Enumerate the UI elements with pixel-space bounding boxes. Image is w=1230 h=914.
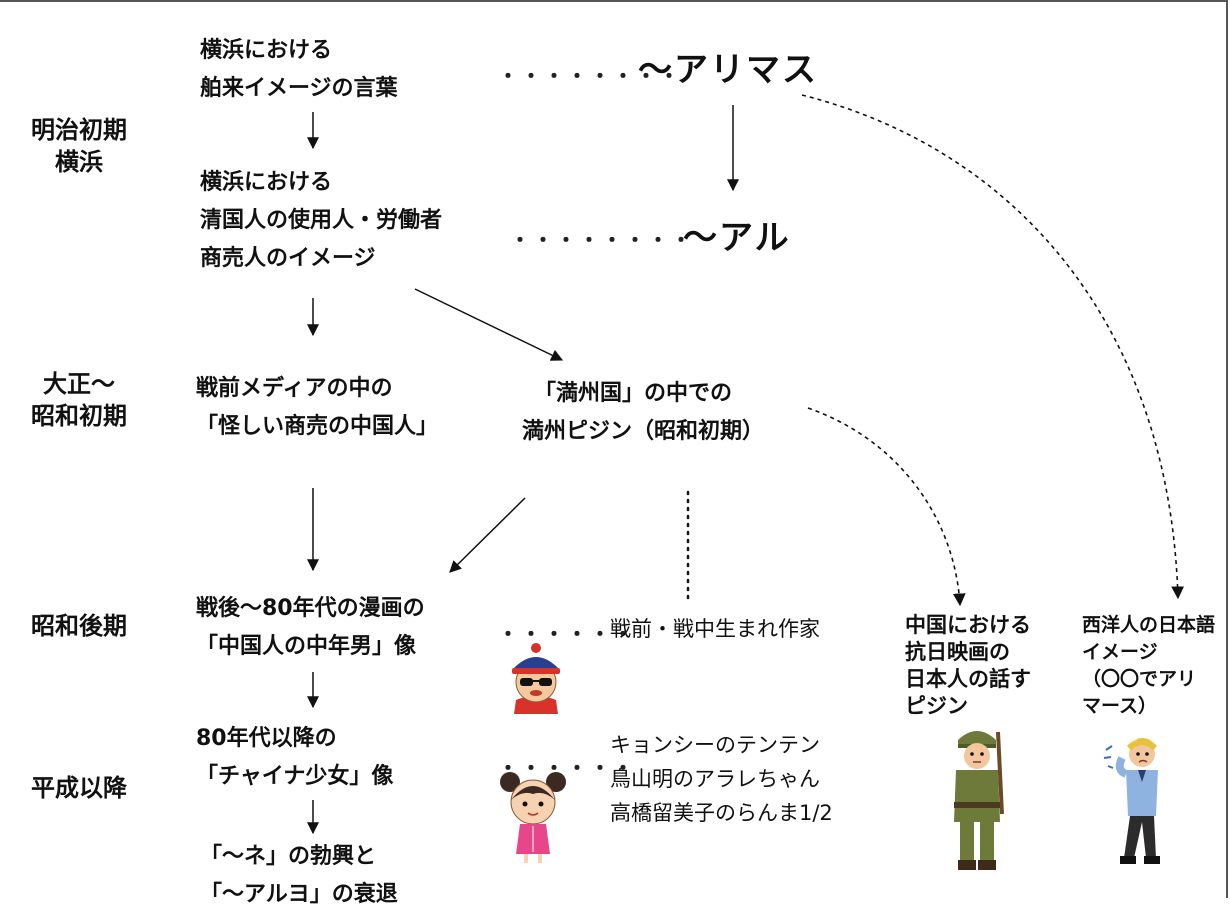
arrow-qing-to-manshu — [414, 288, 564, 361]
ending-aru: 〜アル — [683, 218, 791, 258]
box-ne-aruyo-line1: 「〜ネ」の勃興と — [200, 844, 377, 869]
box-senzen-media-line1: 戦前メディアの中の — [196, 376, 393, 401]
note-writers: 戦前・戦中生まれ作家 — [610, 617, 820, 641]
dots-hakurai-arimasu: ・・・・・・・・ — [498, 64, 682, 88]
note-work-3: 高橋留美子のらんま1/2 — [610, 801, 833, 825]
chinese-man-illustration — [512, 643, 560, 714]
note-work-1: キョンシーのテンテン — [610, 733, 820, 757]
era-taisho: 大正〜 昭和初期 — [20, 368, 138, 433]
note-works: キョンシーのテンテン 鳥山明のアラレちゃん 高橋留美子のらんま1/2 — [610, 728, 833, 830]
box-yokohama-qing-line1: 横浜における — [200, 170, 333, 195]
dots-qing-aru: ・・・・・・・・ — [510, 228, 694, 252]
box-western-jp-line3: （〇〇でアリ — [1082, 668, 1197, 690]
box-china-anti-jp-line1: 中国における — [905, 613, 1031, 637]
box-ne-aruyo: 「〜ネ」の勃興と 「〜アルヨ」の衰退 — [200, 838, 398, 914]
box-yokohama-hakurai-line2: 舶来イメージの言葉 — [200, 76, 398, 101]
ending-arimasu: 〜アリマス — [638, 50, 818, 90]
box-western-jp: 西洋人の日本語 イメージ （〇〇でアリ マース） — [1082, 612, 1215, 720]
dots-girl-works: ・・・・・・ — [498, 756, 636, 780]
box-manshu: 「満州国」の中での 満州ピジン（昭和初期） — [522, 375, 764, 451]
era-taisho-line2: 昭和初期 — [31, 402, 127, 431]
era-meiji-line2: 横浜 — [55, 148, 103, 177]
western-man-illustration — [1103, 738, 1160, 864]
dots-manga-writers: ・・・・・・ — [498, 622, 636, 646]
era-meiji-line1: 明治初期 — [31, 116, 127, 144]
box-yokohama-qing-line3: 商売人のイメージ — [200, 246, 376, 271]
box-china-anti-jp-line4: ピジン — [905, 694, 968, 718]
chinese-girl-illustration — [500, 772, 566, 863]
box-yokohama-hakurai-line1: 横浜における — [200, 38, 333, 63]
era-heisei: 平成以降 — [20, 772, 138, 804]
box-western-jp-line4: マース） — [1082, 695, 1158, 717]
box-manshu-line2: 満州ピジン（昭和初期） — [522, 419, 765, 444]
era-showa-late-line1: 昭和後期 — [31, 612, 127, 640]
box-yokohama-qing: 横浜における 清国人の使用人・労働者 商売人のイメージ — [200, 164, 442, 278]
box-china-girl: 80年代以降の 「チャイナ少女」像 — [196, 720, 393, 796]
arrow-manshu-to-manga — [449, 497, 526, 573]
era-taisho-line1: 大正〜 — [43, 370, 115, 398]
box-western-jp-line2: イメージ — [1082, 641, 1158, 663]
soldier-illustration — [954, 731, 1004, 870]
box-manshu-line1: 「満州国」の中での — [534, 381, 733, 406]
box-china-anti-jp: 中国における 抗日映画の 日本人の話す ピジン — [905, 612, 1031, 720]
box-yokohama-hakurai: 横浜における 舶来イメージの言葉 — [200, 32, 398, 108]
note-work-2: 鳥山明のアラレちゃん — [610, 767, 820, 791]
box-ne-aruyo-line2: 「〜アルヨ」の衰退 — [200, 882, 398, 907]
box-western-jp-line1: 西洋人の日本語 — [1082, 614, 1216, 636]
box-yokohama-qing-line2: 清国人の使用人・労働者 — [200, 208, 443, 233]
box-china-anti-jp-line3: 日本人の話す — [905, 667, 1031, 691]
box-china-girl-line1: 80年代以降の — [196, 726, 337, 751]
box-sengo-manga: 戦後〜80年代の漫画の 「中国人の中年男」像 — [196, 590, 425, 666]
box-china-girl-line2: 「チャイナ少女」像 — [196, 764, 394, 789]
era-meiji: 明治初期 横浜 — [20, 114, 138, 179]
dashed-curve-manshu-to-antijp — [807, 407, 966, 607]
box-china-anti-jp-line2: 抗日映画の — [905, 640, 1010, 664]
box-senzen-media: 戦前メディアの中の 「怪しい商売の中国人」 — [196, 370, 438, 446]
era-heisei-line1: 平成以降 — [31, 774, 127, 802]
box-sengo-manga-line1: 戦後〜80年代の漫画の — [196, 596, 425, 621]
dashed-curve-arimasu-to-western — [801, 94, 1185, 600]
box-sengo-manga-line2: 「中国人の中年男」像 — [196, 634, 417, 659]
era-showa-late: 昭和後期 — [20, 610, 138, 642]
box-senzen-media-line2: 「怪しい商売の中国人」 — [196, 414, 439, 439]
